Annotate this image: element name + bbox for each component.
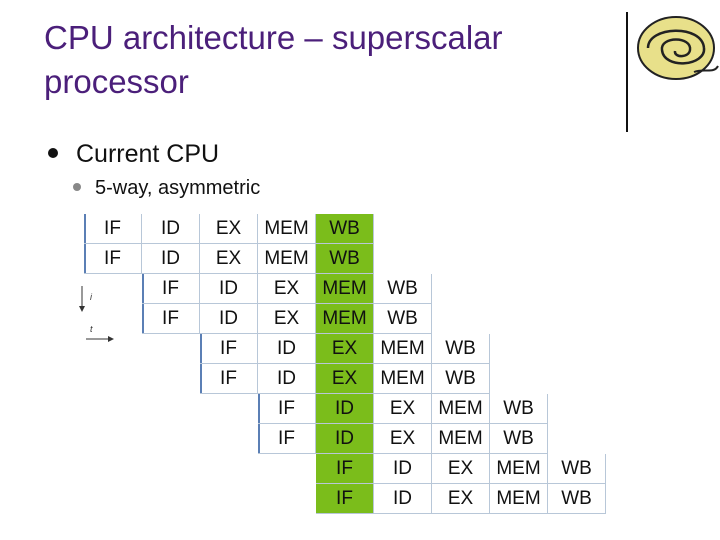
pipeline-stage-id: ID bbox=[258, 334, 316, 364]
pipeline-stage-mem: MEM bbox=[374, 364, 432, 394]
pipeline-stage-mem: MEM bbox=[432, 424, 490, 454]
pipeline-stage-if: IF bbox=[316, 484, 374, 514]
pipeline-stage-ex: EX bbox=[374, 394, 432, 424]
row-start-bar bbox=[84, 244, 86, 274]
slide-title: CPU architecture – superscalar processor bbox=[44, 19, 503, 100]
pipeline-stage-if: IF bbox=[258, 394, 316, 424]
pipeline-stage-wb: WB bbox=[316, 244, 374, 274]
pipeline-stage-ex: EX bbox=[432, 454, 490, 484]
horizontal-axis-label: t bbox=[90, 324, 93, 334]
row-start-bar bbox=[142, 304, 144, 334]
row-start-bar bbox=[258, 424, 260, 454]
pipeline-stage-mem: MEM bbox=[258, 214, 316, 244]
row-start-bar bbox=[316, 454, 318, 484]
pipeline-stage-id: ID bbox=[374, 454, 432, 484]
pipeline-stage-wb: WB bbox=[490, 394, 548, 424]
pipeline-stage-mem: MEM bbox=[490, 484, 548, 514]
scroll-logo-icon bbox=[637, 16, 719, 80]
bullet-5-way: 5-way, asymmetric bbox=[73, 175, 260, 201]
vertical-axis-label: i bbox=[90, 292, 92, 302]
pipeline-stage-wb: WB bbox=[432, 364, 490, 394]
pipeline-stage-ex: EX bbox=[432, 484, 490, 514]
pipeline-stage-ex: EX bbox=[316, 364, 374, 394]
row-start-bar bbox=[316, 484, 318, 514]
row-start-bar bbox=[200, 364, 202, 394]
pipeline-stage-wb: WB bbox=[374, 274, 432, 304]
bullet-text: Current CPU bbox=[76, 140, 220, 168]
pipeline-stage-if: IF bbox=[258, 424, 316, 454]
pipeline-stage-mem: MEM bbox=[374, 334, 432, 364]
pipeline-stage-ex: EX bbox=[258, 274, 316, 304]
pipeline-stage-wb: WB bbox=[374, 304, 432, 334]
row-start-bar bbox=[142, 274, 144, 304]
pipeline-stage-ex: EX bbox=[316, 334, 374, 364]
bullet-dot-icon bbox=[48, 148, 58, 159]
pipeline-stage-if: IF bbox=[200, 334, 258, 364]
pipeline-stage-id: ID bbox=[200, 304, 258, 334]
pipeline-stage-id: ID bbox=[142, 244, 200, 274]
pipeline-stage-if: IF bbox=[84, 214, 142, 244]
pipeline-stage-ex: EX bbox=[200, 214, 258, 244]
pipeline-stage-if: IF bbox=[142, 304, 200, 334]
pipeline-stage-ex: EX bbox=[200, 244, 258, 274]
pipeline-stage-wb: WB bbox=[316, 214, 374, 244]
pipeline-stage-if: IF bbox=[316, 454, 374, 484]
row-start-bar bbox=[200, 334, 202, 364]
pipeline-stage-ex: EX bbox=[374, 424, 432, 454]
bullet-current-cpu: Current CPU bbox=[48, 139, 219, 169]
pipeline-stage-if: IF bbox=[84, 244, 142, 274]
pipeline-stage-mem: MEM bbox=[490, 454, 548, 484]
bullet-dot-icon bbox=[73, 182, 81, 191]
pipeline-stage-id: ID bbox=[258, 364, 316, 394]
row-start-bar bbox=[258, 394, 260, 424]
title-divider bbox=[626, 12, 628, 132]
pipeline-stage-id: ID bbox=[316, 394, 374, 424]
pipeline-stage-mem: MEM bbox=[258, 244, 316, 274]
pipeline-stage-mem: MEM bbox=[316, 274, 374, 304]
pipeline-stage-ex: EX bbox=[258, 304, 316, 334]
pipeline-stage-wb: WB bbox=[548, 454, 606, 484]
pipeline-stage-if: IF bbox=[142, 274, 200, 304]
pipeline-stage-wb: WB bbox=[548, 484, 606, 514]
pipeline-stage-if: IF bbox=[200, 364, 258, 394]
pipeline-stage-id: ID bbox=[316, 424, 374, 454]
pipeline-stage-mem: MEM bbox=[316, 304, 374, 334]
pipeline-stage-id: ID bbox=[142, 214, 200, 244]
horizontal-axis-arrow-icon bbox=[86, 336, 114, 342]
pipeline-stage-id: ID bbox=[374, 484, 432, 514]
vertical-axis-arrow-icon bbox=[79, 286, 85, 312]
row-start-bar bbox=[84, 214, 86, 244]
pipeline-stage-wb: WB bbox=[490, 424, 548, 454]
pipeline-stage-id: ID bbox=[200, 274, 258, 304]
pipeline-stage-mem: MEM bbox=[432, 394, 490, 424]
pipeline-stage-wb: WB bbox=[432, 334, 490, 364]
bullet-text: 5-way, asymmetric bbox=[95, 177, 261, 199]
